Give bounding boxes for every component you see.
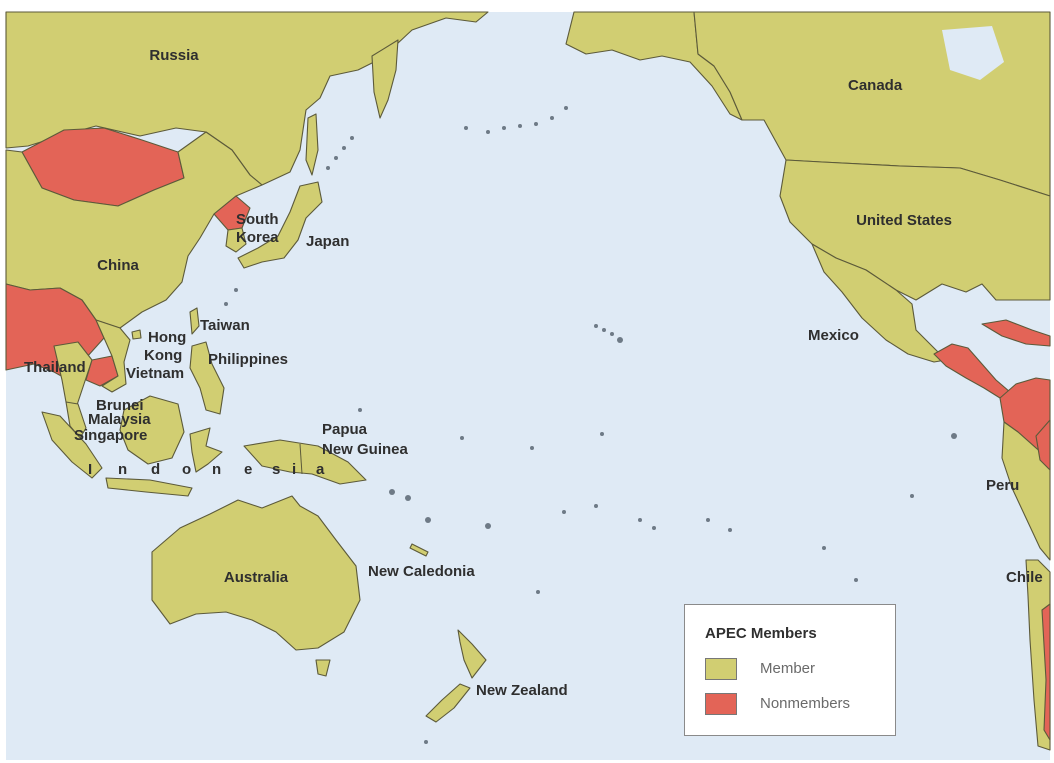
label-taiwan: Taiwan [200, 317, 250, 334]
taiwan-island [189, 307, 200, 335]
label-indonesia-letter: n [118, 461, 127, 478]
malay-peninsula [65, 401, 87, 439]
java-island [105, 477, 193, 497]
papua-new-guinea-island [243, 439, 367, 485]
legend-swatch-member [705, 658, 737, 680]
label-china: China [97, 257, 139, 274]
thailand-region [53, 341, 93, 409]
brazil-edge [1035, 419, 1051, 471]
legend-swatch-nonmember [705, 693, 737, 715]
label-papua-1: Papua [322, 421, 368, 438]
label-russia: Russia [149, 47, 199, 64]
sumatra-island [41, 411, 103, 479]
japan-islands [237, 181, 323, 269]
label-new-zealand: New Zealand [476, 682, 568, 699]
label-indonesia-letter: e [244, 461, 252, 478]
label-hong-kong-1: Hong [148, 329, 186, 346]
hong-kong-spot [131, 329, 142, 340]
label-indonesia-letter: n [212, 461, 221, 478]
label-canada: Canada [848, 77, 903, 94]
north-korea-region [213, 195, 251, 231]
hudson-bay [942, 26, 1004, 80]
label-south-korea-2: Korea [236, 229, 279, 246]
hawaii-islands [594, 324, 623, 343]
label-mexico: Mexico [808, 327, 859, 344]
argentina-edge [1041, 603, 1051, 741]
label-australia: Australia [224, 569, 289, 586]
legend-box: APEC Members Member Nonmembers [684, 604, 896, 736]
vietnam-region [95, 319, 131, 393]
kuril-islands [326, 136, 354, 170]
label-new-caledonia: New Caledonia [368, 563, 475, 580]
label-papua-2: New Guinea [322, 441, 409, 458]
label-united-states: United States [856, 212, 952, 229]
sulawesi-island [189, 427, 223, 473]
label-singapore: Singapore [74, 427, 147, 444]
new-zealand-south-island [425, 683, 471, 723]
label-south-korea-1: South [236, 211, 279, 228]
legend-title: APEC Members [705, 625, 817, 642]
label-malaysia: Malaysia [88, 411, 151, 428]
australia-continent [151, 495, 361, 651]
caribbean-islands [981, 319, 1051, 347]
label-japan: Japan [306, 233, 349, 250]
label-indonesia-letter: a [316, 461, 325, 478]
label-brunei: Brunei [96, 397, 144, 414]
label-thailand: Thailand [24, 359, 86, 376]
legend-label-member: Member [760, 660, 816, 677]
new-caledonia-island [409, 543, 429, 557]
south-korea-region [225, 227, 247, 253]
label-indonesia-letter: d [151, 461, 160, 478]
label-chile: Chile [1006, 569, 1043, 586]
sakhalin-island [305, 113, 319, 176]
borneo-island [119, 395, 185, 465]
kamchatka-peninsula [371, 39, 399, 119]
label-indonesia-letter: o [182, 461, 191, 478]
peru-region [1001, 421, 1051, 561]
tasmania-island [315, 659, 331, 677]
label-indonesia-letter: I [88, 461, 92, 478]
png-border-line [299, 443, 303, 475]
label-vietnam: Vietnam [126, 365, 184, 382]
label-indonesia-letter: i [292, 461, 296, 478]
label-philippines: Philippines [208, 351, 288, 368]
label-indonesia: I n d o n e s i a [88, 461, 325, 478]
pacific-island-dots [224, 288, 957, 744]
label-indonesia-letter: s [272, 461, 280, 478]
label-peru: Peru [986, 477, 1019, 494]
legend-label-nonmember: Nonmembers [760, 695, 851, 712]
philippines-islands [189, 341, 225, 415]
chile-region [1025, 559, 1051, 751]
new-zealand-north-island [457, 629, 487, 679]
aleutian-islands [464, 106, 568, 134]
label-hong-kong-2: Kong [144, 347, 182, 364]
